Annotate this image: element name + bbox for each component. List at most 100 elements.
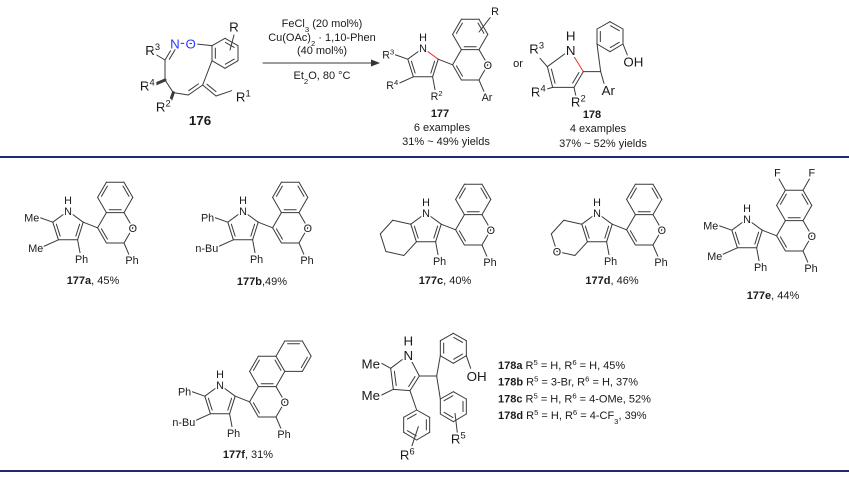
r4-label: n-Bu xyxy=(195,243,218,255)
double-bond-line xyxy=(551,69,555,83)
nitrogen-label: N xyxy=(239,206,247,218)
compound-yield-label: 177c, 40% xyxy=(419,275,472,287)
examples-count: 4 examples xyxy=(570,123,627,135)
entry-178b: 178b R5 = 3-Br, R6 = H, 37% xyxy=(498,374,638,389)
oxygen-label: O xyxy=(658,225,666,237)
bond xyxy=(777,236,786,251)
aryl-label: Ph xyxy=(125,255,138,267)
nitrogen-label: N xyxy=(216,380,224,392)
double-bond-line xyxy=(276,229,282,239)
bond xyxy=(203,85,216,96)
bond xyxy=(299,182,308,197)
aryl-label: Ph xyxy=(654,257,667,269)
r4-label: Me xyxy=(361,388,380,403)
bond xyxy=(627,184,636,199)
double-bond-line xyxy=(275,360,281,370)
bond xyxy=(250,371,259,386)
bond xyxy=(551,220,563,234)
bond xyxy=(205,385,220,396)
bond xyxy=(440,356,453,364)
bond xyxy=(98,197,107,212)
bond xyxy=(225,38,238,45)
double-bond-line xyxy=(276,186,282,196)
bond xyxy=(124,182,133,197)
bond xyxy=(253,240,255,253)
bond xyxy=(540,58,547,66)
double-bond-line xyxy=(225,42,234,47)
bond xyxy=(230,35,234,50)
bond xyxy=(276,341,285,356)
double-bond-line xyxy=(101,186,107,196)
r3-label: Ph xyxy=(201,212,214,224)
r5-label: R5 xyxy=(451,430,466,446)
compound-number: 178 xyxy=(583,109,601,121)
bond xyxy=(98,182,107,197)
bond xyxy=(564,220,582,224)
bond xyxy=(601,72,604,84)
aryl-label: Ar xyxy=(602,83,616,98)
bond xyxy=(273,182,282,197)
double-bond-line xyxy=(409,377,415,387)
bond xyxy=(482,184,491,199)
bond xyxy=(273,228,282,243)
bond xyxy=(482,215,491,230)
bond xyxy=(78,240,80,253)
double-bond-line xyxy=(169,49,175,59)
compound-number: 177 xyxy=(431,108,449,120)
double-bond-line xyxy=(444,412,453,417)
double-bond-line xyxy=(301,357,307,367)
hydrogen-label: H xyxy=(64,195,72,207)
bond xyxy=(273,213,282,228)
bond xyxy=(747,219,762,230)
bond xyxy=(394,54,408,59)
r2-label: R2 xyxy=(431,89,443,104)
bond xyxy=(574,87,576,96)
double-bond-line xyxy=(456,23,462,33)
bond xyxy=(53,222,59,240)
bond xyxy=(39,217,53,222)
bond xyxy=(453,356,466,364)
condition-cocatalyst: Cu(OAc)2 · 1,10-Phen xyxy=(268,32,376,48)
double-bond-line xyxy=(123,186,129,196)
hydrogen-label: H xyxy=(404,334,414,349)
oxygen-label: O xyxy=(304,223,312,235)
double-bond-line xyxy=(454,337,463,342)
r4-label: R4 xyxy=(140,78,155,94)
double-bond-line xyxy=(444,396,453,401)
aryl-label: Ph xyxy=(277,429,290,441)
bond xyxy=(482,199,491,214)
bond xyxy=(456,230,465,245)
bond xyxy=(437,376,441,399)
hydrogen-label: H xyxy=(419,32,427,44)
bond xyxy=(250,402,259,417)
bond xyxy=(380,220,392,234)
bond xyxy=(627,215,636,230)
hydrogen-label: H xyxy=(422,197,430,209)
bond xyxy=(453,392,466,399)
double-bond-line xyxy=(481,188,487,198)
bond xyxy=(547,50,570,67)
bond xyxy=(453,34,462,49)
bond xyxy=(597,44,601,72)
bond xyxy=(627,230,636,245)
bond xyxy=(273,197,282,212)
bond xyxy=(582,224,588,242)
bond xyxy=(299,243,304,254)
bond xyxy=(757,248,759,261)
bond xyxy=(191,391,205,396)
bond xyxy=(302,356,311,371)
bond xyxy=(380,234,386,252)
bond xyxy=(299,213,308,228)
nitrogen-label: N xyxy=(593,208,601,220)
double-bond-line xyxy=(454,354,463,359)
r2-label: Ph xyxy=(604,256,617,268)
bond xyxy=(217,240,233,247)
hydrogen-label: H xyxy=(239,195,247,207)
entry-178c: 178c R5 = H, R6 = 4-OMe, 52% xyxy=(498,391,651,406)
r3-label: R3 xyxy=(145,42,160,58)
